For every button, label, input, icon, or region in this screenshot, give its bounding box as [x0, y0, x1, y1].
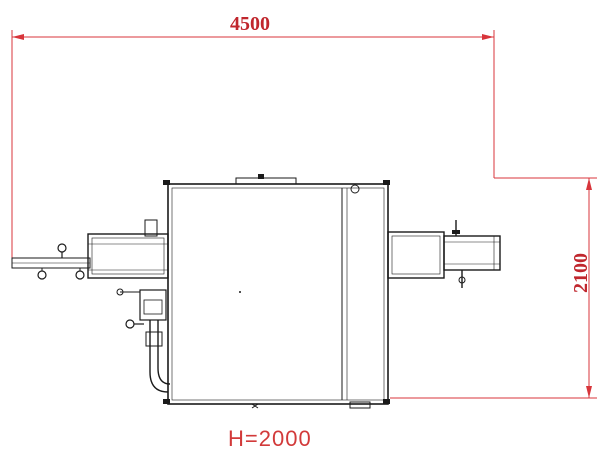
height-note: H=2000 [228, 426, 312, 450]
depth-dimension-label: 2100 [570, 253, 592, 293]
depth-dimension [390, 177, 597, 399]
pipe-assembly [116, 288, 171, 393]
width-dimension [11, 30, 495, 262]
infeed-conveyor [11, 219, 169, 280]
outfeed-conveyor [387, 220, 501, 288]
machine-main-body [163, 174, 390, 409]
width-dimension-label: 4500 [230, 13, 270, 35]
